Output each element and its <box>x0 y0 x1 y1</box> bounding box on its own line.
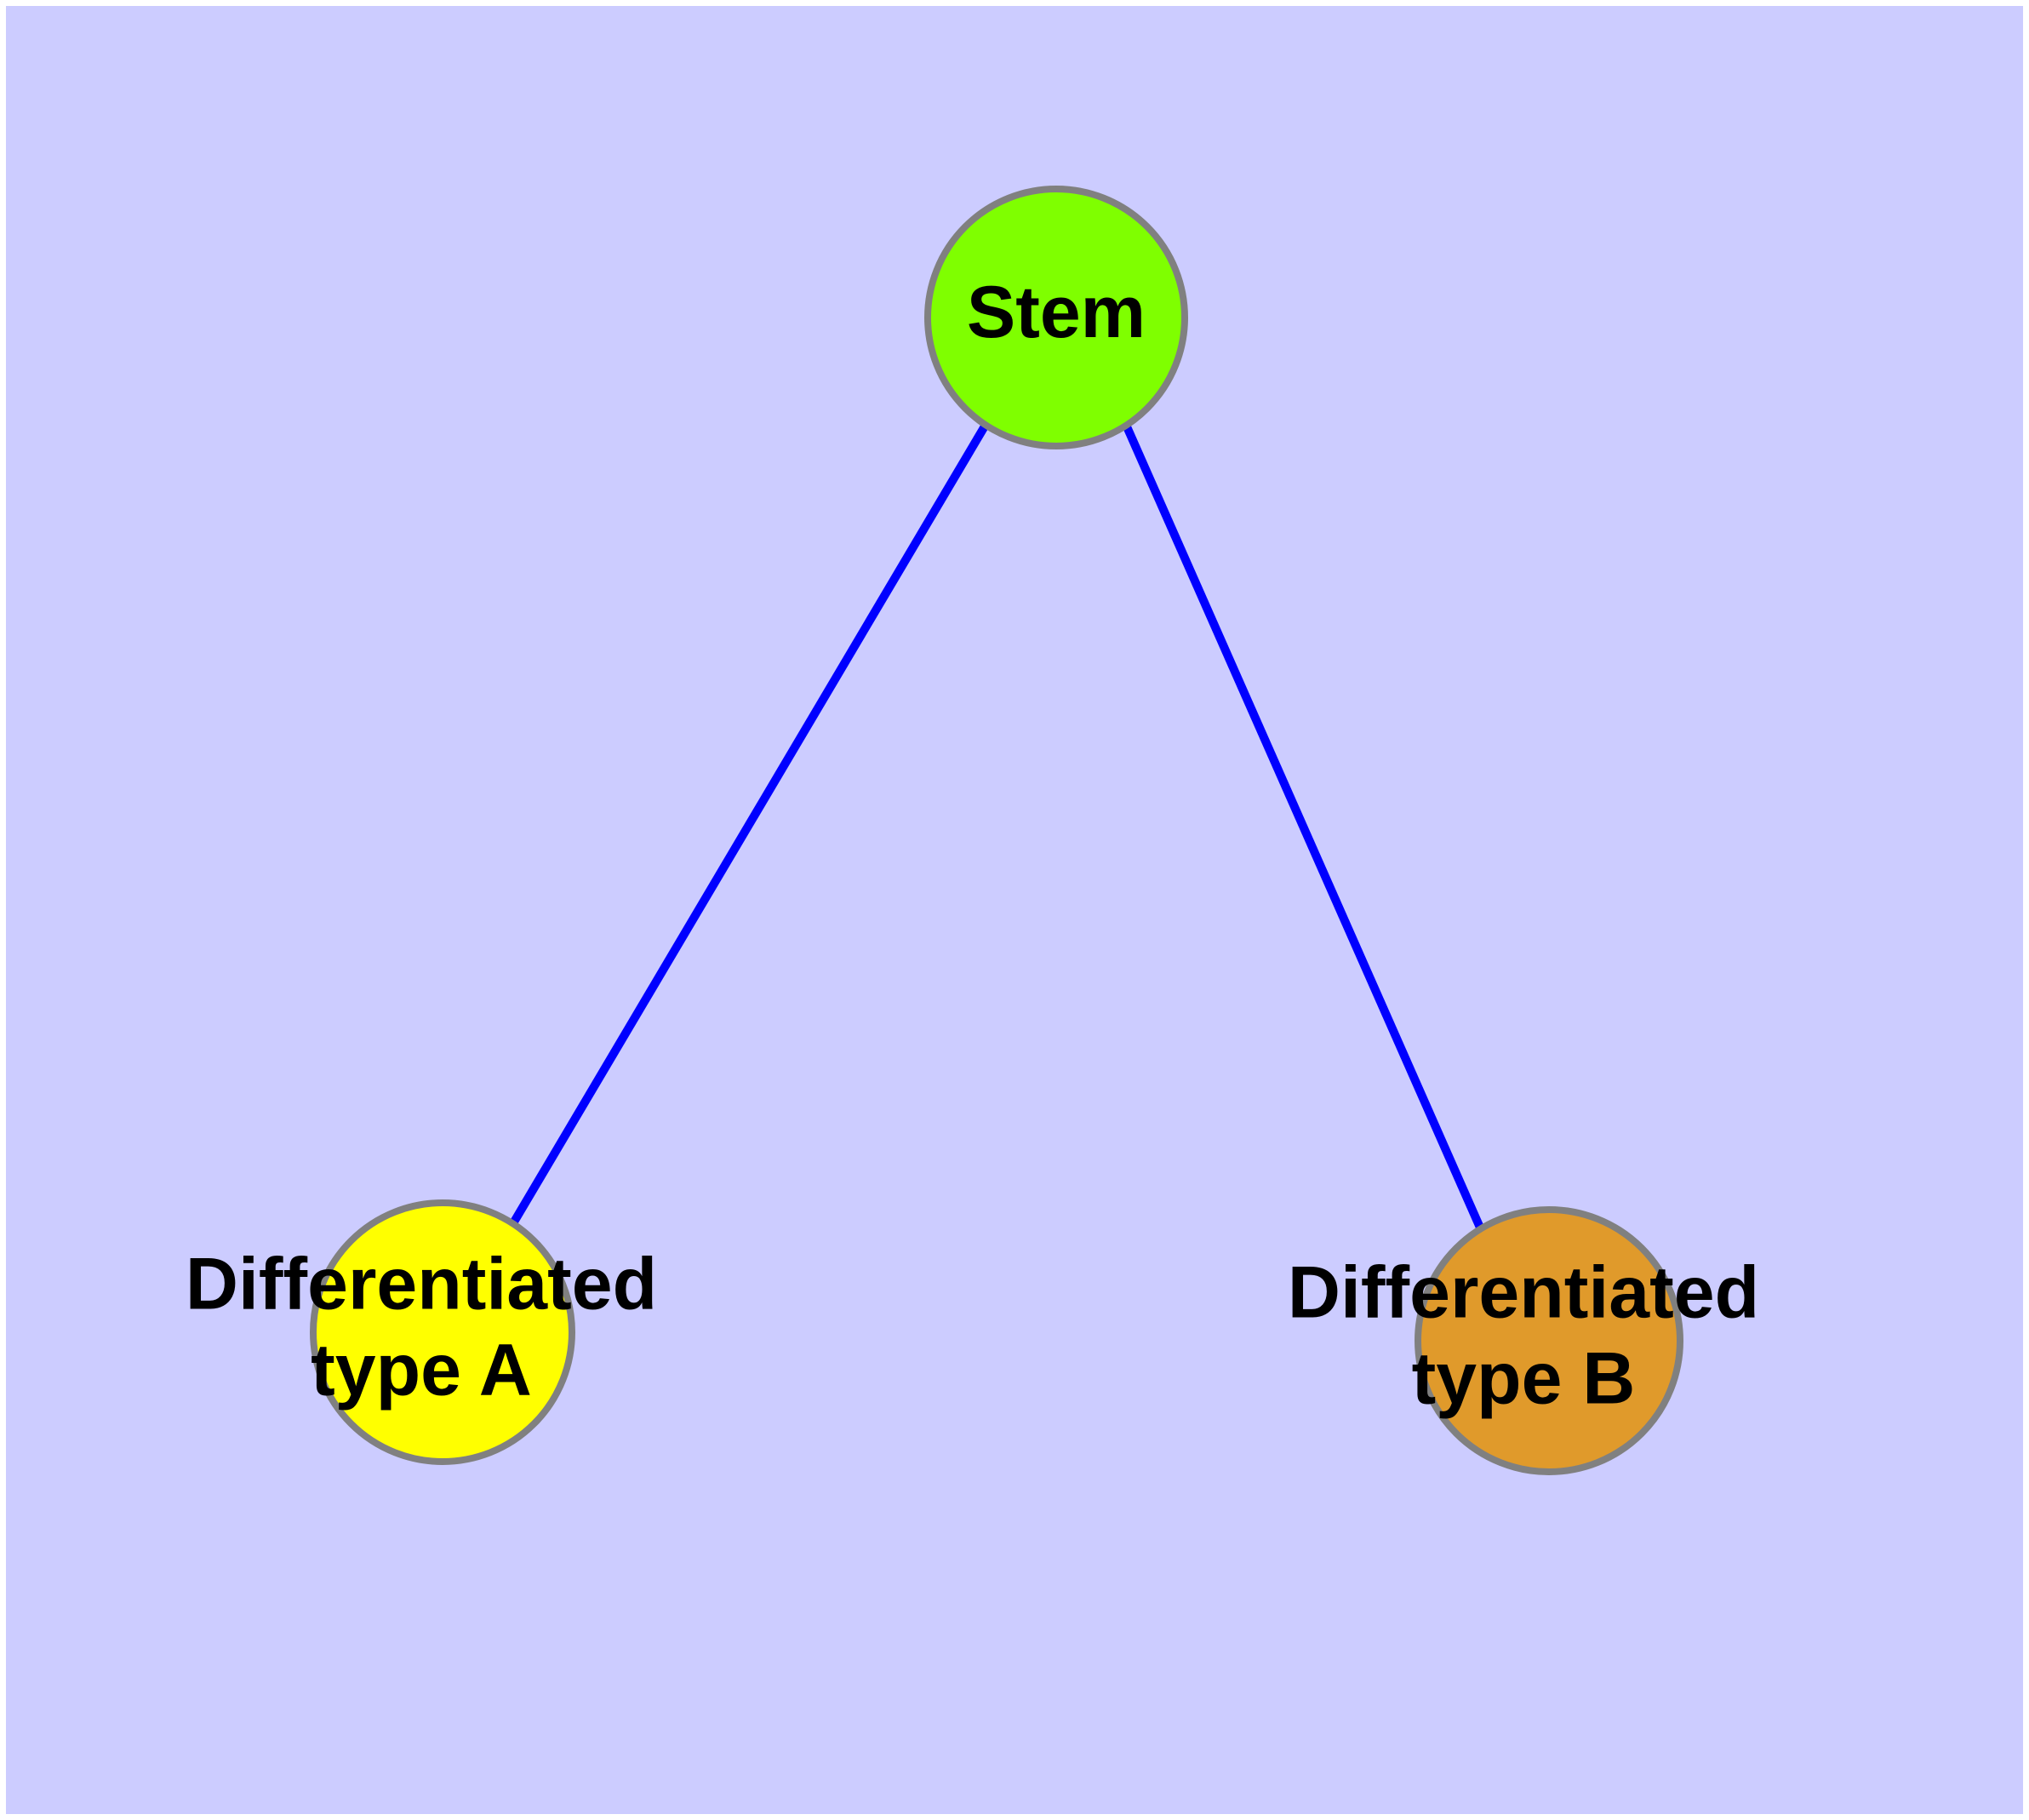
node-circle-diff_b[interactable] <box>1415 1206 1683 1475</box>
node-label-line: Differentiated <box>186 1243 657 1325</box>
node-diff_a[interactable] <box>310 1199 575 1465</box>
node-label-line: type A <box>311 1329 532 1411</box>
node-circle-diff_a[interactable] <box>310 1199 575 1465</box>
node-label-line: type B <box>1412 1337 1636 1419</box>
node-diff_b[interactable] <box>1415 1206 1683 1475</box>
edge-stem-to-diff-a[interactable] <box>509 422 990 1226</box>
node-stem[interactable] <box>924 186 1188 449</box>
node-circle-stem[interactable] <box>924 186 1188 449</box>
node-label-line: Stem <box>967 272 1146 353</box>
node-label-stem: Stem <box>967 272 1146 353</box>
edges-layer <box>509 422 1484 1230</box>
edge-stem-to-diff-b[interactable] <box>1122 422 1484 1230</box>
node-label-line: Differentiated <box>1288 1251 1759 1333</box>
